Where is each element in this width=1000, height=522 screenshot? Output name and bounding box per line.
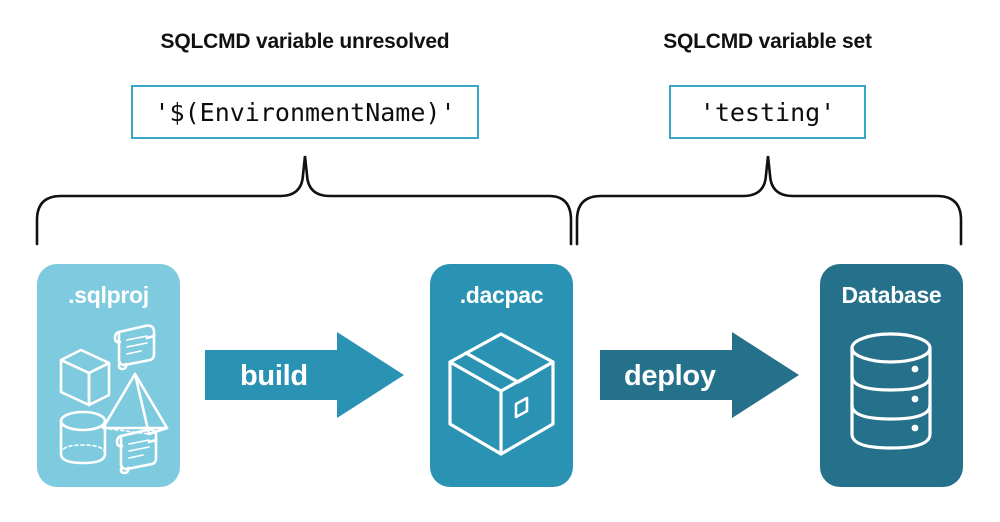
- dacpac-package-art: [448, 332, 555, 456]
- brace-right-icon: [575, 155, 963, 246]
- sqlproj-artifact-icons: [59, 324, 169, 475]
- card-sqlproj[interactable]: .sqlproj: [37, 264, 180, 487]
- card-dacpac-label: .dacpac: [459, 282, 544, 308]
- package-box-icon: [448, 332, 555, 456]
- cylinder-icon: [59, 410, 107, 465]
- card-database[interactable]: Database: [820, 264, 963, 487]
- card-sqlproj-label: .sqlproj: [68, 282, 149, 308]
- scroll-icon: [115, 428, 158, 475]
- database-art: [850, 332, 932, 450]
- arrow-deploy: [600, 332, 799, 418]
- arrow-right-icon: [600, 332, 799, 418]
- arrow-deploy-label: deploy: [624, 360, 716, 392]
- code-box-environment-name: '$(EnvironmentName)': [131, 85, 479, 139]
- scroll-icon: [113, 324, 156, 371]
- heading-sqlcmd-variable-unresolved: SQLCMD variable unresolved: [160, 30, 450, 53]
- card-dacpac[interactable]: .dacpac: [430, 264, 573, 487]
- arrow-build-label: build: [240, 360, 308, 392]
- heading-sqlcmd-variable-set: SQLCMD variable set: [663, 30, 872, 53]
- arrow-build: [205, 332, 404, 418]
- database-cylinder-icon: [850, 332, 932, 450]
- pyramid-icon: [101, 372, 169, 436]
- cube-icon: [59, 348, 111, 407]
- code-box-testing: 'testing': [669, 85, 866, 139]
- brace-left-icon: [35, 155, 573, 246]
- arrow-right-icon: [205, 332, 404, 418]
- card-database-label: Database: [841, 282, 942, 308]
